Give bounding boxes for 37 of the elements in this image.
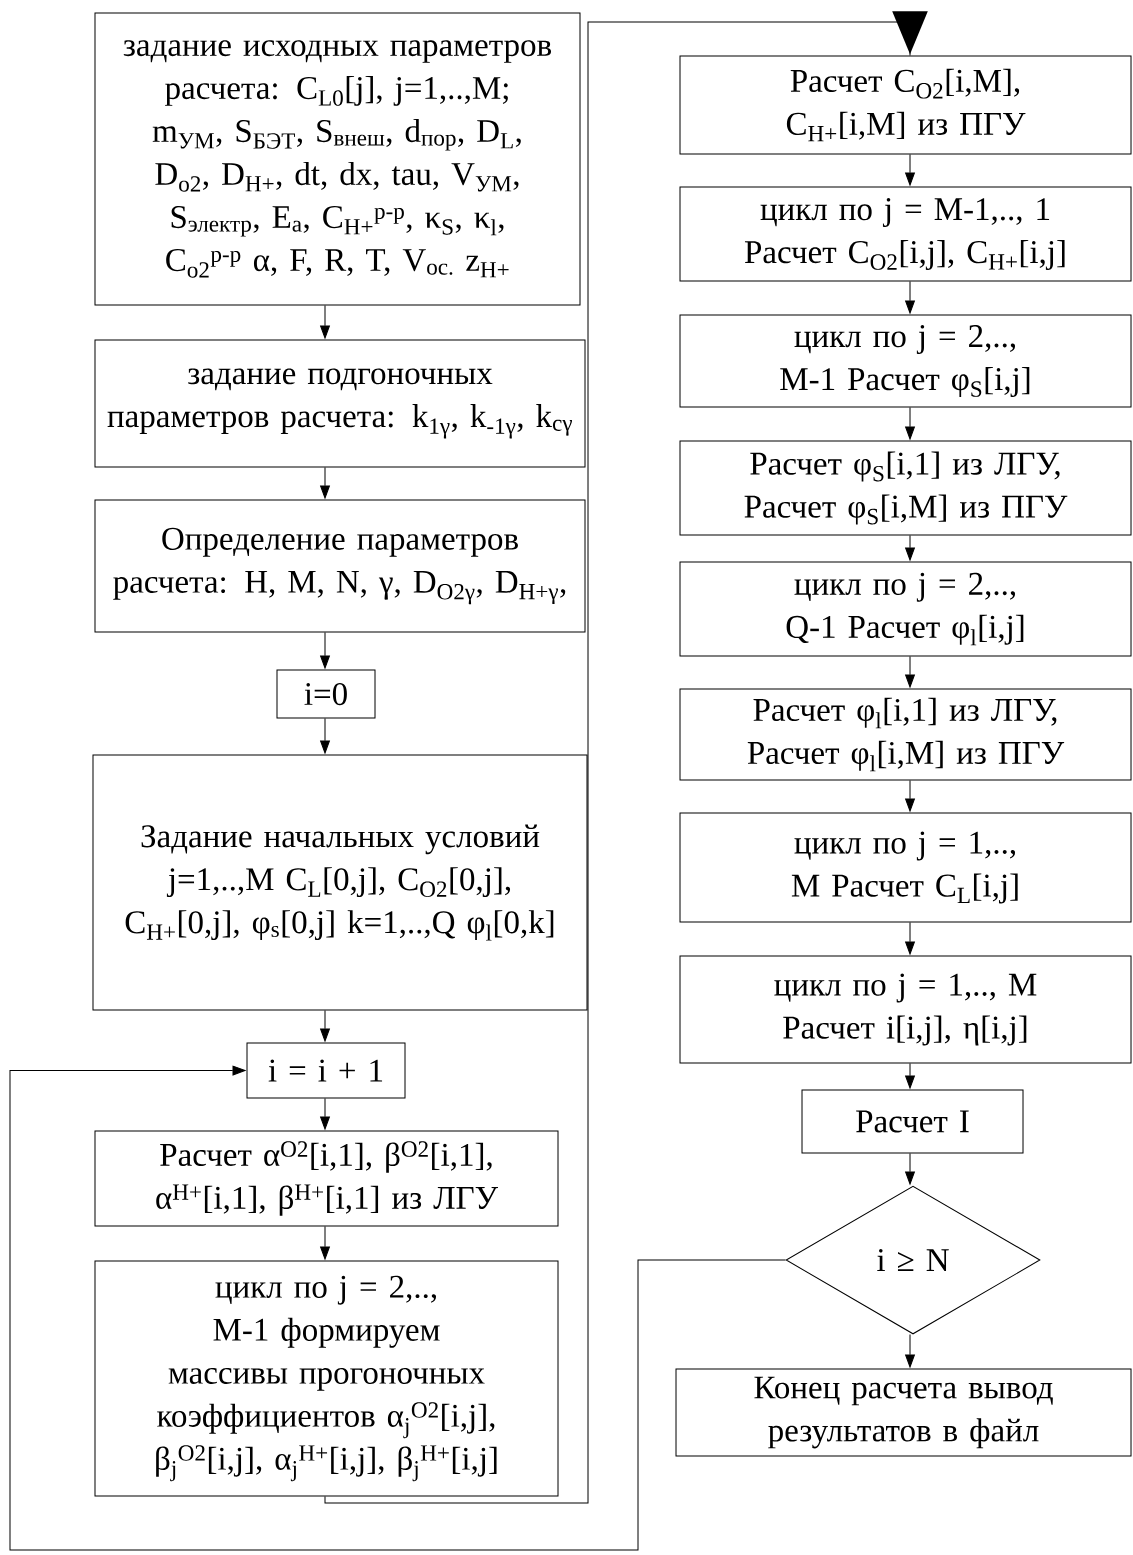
arrow (905, 1063, 915, 1089)
arrow (905, 780, 915, 812)
arrow (324, 11, 928, 1504)
process-box: задание подгоночных параметров расчета: k$_{1γ}$, k$_{-1γ}$, k$_{cγ}$ (94, 339, 586, 468)
arrow (905, 656, 915, 688)
arrow (320, 718, 330, 754)
process-box: цикл по j = 2,.., M-1 формируем массивы прогоночных коэффициентов α$_{j}$$^{O2}$[i,j], β$_{j}$$^{O2}$[i,j], α$_{j}$$^{H+}$[i,j], β$_{j}$$^{H+}$[i,j] (94, 1260, 559, 1497)
arrow (905, 281, 915, 314)
arrow (320, 1098, 330, 1130)
arrow (905, 407, 915, 440)
arrow (320, 1010, 330, 1042)
process-box: цикл по j = 1,.., M Расчет i[i,j], η[i,j] (679, 955, 1132, 1064)
process-box: Конец расчета вывод результатов в файл (675, 1368, 1132, 1457)
arrow (320, 305, 330, 339)
process-box: цикл по j = 2,.., Q-1 Расчет φ$_{l}$[i,j] (679, 561, 1132, 657)
process-box: Задание начальных условий j=1,..,M C$_{L}$[0,j], C$_{O2}$[0,j], C$_{H+}$[0,j], φ$_{s}$[0,j] k=1,..,Q φ$_{l}$[0,k] (92, 754, 588, 1011)
arrow (320, 632, 330, 669)
arrow (905, 1334, 915, 1368)
arrow (9, 1065, 786, 1551)
process-box: цикл по j = M-1,.., 1 Расчет C$_{O2}$[i,j], C$_{H+}$[i,j] (679, 186, 1132, 282)
process-box: Расчет α$^{O2}$[i,1], β$^{O2}$[i,1], α$^{H+}$[i,1], β$^{H+}$[i,1] из ЛГУ (94, 1130, 559, 1227)
process-box: Расчет I (801, 1089, 1024, 1154)
arrow (905, 154, 915, 186)
arrow (905, 1153, 915, 1185)
process-box: Расчет C$_{O2}$[i,M], C$_{H+}$[i,M] из ПГУ (679, 55, 1132, 155)
process-box: Определение параметров расчета: H, M, N, γ, D$_{O2γ}$, D$_{H+γ}$, (94, 499, 586, 633)
process-box: цикл по j = 1,.., M Расчет C$_{L}$[i,j] (679, 812, 1132, 923)
process-box: i=0 (276, 669, 376, 719)
process-box: i = i + 1 (246, 1042, 406, 1099)
process-box: Расчет φ$_{l}$[i,1] из ЛГУ, Расчет φ$_{l}$[i,M] из ПГУ (679, 688, 1132, 781)
arrow (320, 467, 330, 499)
arrow (905, 535, 915, 561)
arrow (320, 1226, 330, 1260)
arrow (905, 922, 915, 955)
process-box: цикл по j = 2,.., M-1 Расчет φ$_{S}$[i,j] (679, 314, 1132, 408)
process-box: Расчет φ$_{S}$[i,1] из ЛГУ, Расчет φ$_{S}$[i,M] из ПГУ (679, 440, 1132, 536)
process-box: задание исходных параметров расчета: C$_{L0}$[j], j=1,..,M; m$_{УМ}$, S$_{БЭТ}$, S$_{внеш}$, d$_{пор}$, D$_{L}$, D$_{o2}$, D$_{H+}$, dt, dx, tau, V$_{УМ}$, S$_{электр}$, E$_{a}$, C$_{H+}$$^{р-р}$, κ$_{S}$, κ$_{l}$, C$_{o2}$$^{р-р}$ α, F, R, T, V$_{oc.}$ z$_{H+}$ (94, 12, 581, 306)
